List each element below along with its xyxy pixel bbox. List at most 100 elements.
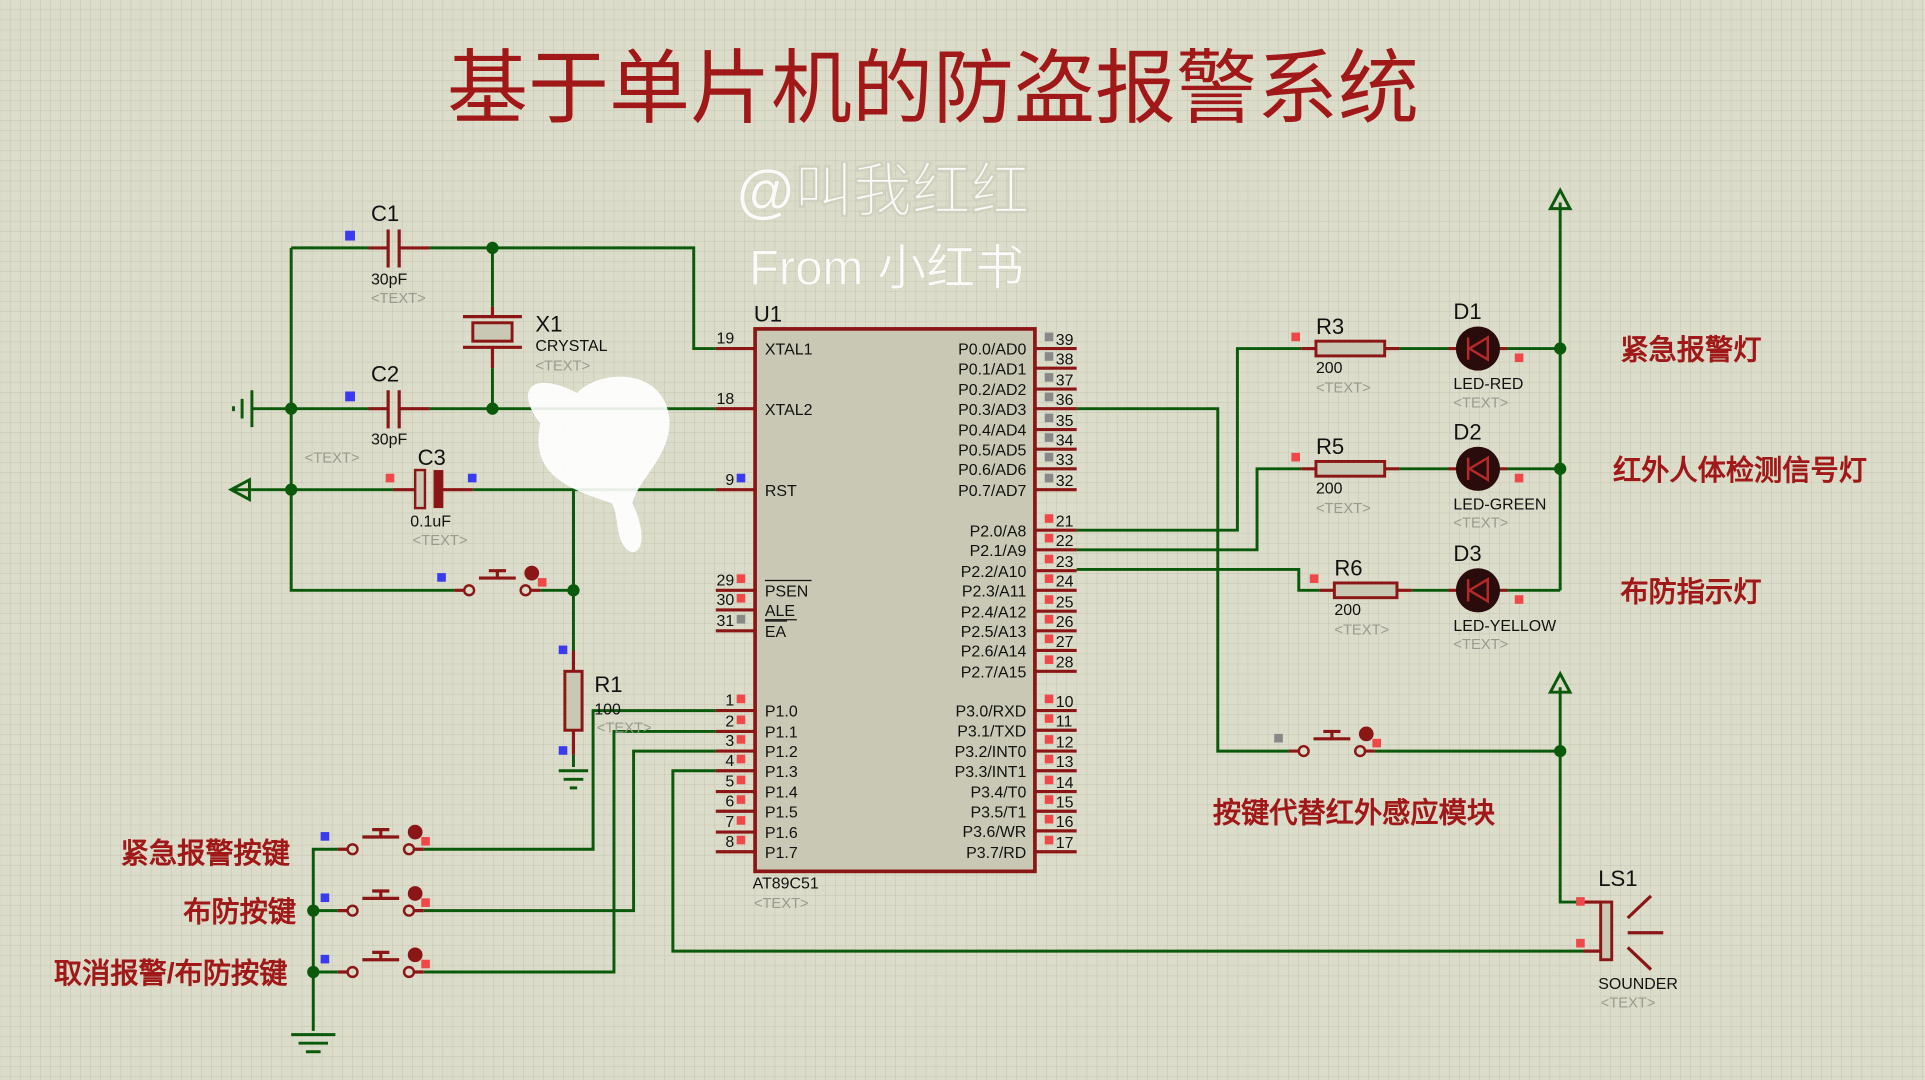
reset-button[interactable]: [437, 565, 547, 597]
pin-state-marker: [1044, 514, 1054, 523]
watermark-heart: [528, 376, 670, 553]
capacitor-c3[interactable]: C3 0.1uF <TEXT>: [385, 445, 477, 549]
pin-number: 3: [725, 733, 734, 750]
value-label: 200: [1316, 480, 1343, 497]
resistor-body: [1332, 581, 1399, 600]
ref-label: D3: [1453, 541, 1481, 566]
pin-number: 6: [725, 793, 734, 810]
text-placeholder: <TEXT>: [1316, 381, 1371, 397]
value-label: CRYSTAL: [535, 338, 607, 355]
pin-p1-5[interactable]: 6P1.5: [715, 793, 798, 821]
value-label: LED-YELLOW: [1453, 618, 1556, 635]
microcontroller-u1[interactable]: U1 AT89C51 <TEXT> 19XTAL118XTAL29RST29PS…: [715, 302, 1077, 913]
pin-state-marker: [1044, 413, 1054, 423]
sounder-ls1[interactable]: LS1 SOUNDER <TEXT>: [1576, 866, 1678, 1012]
ref-label: R3: [1316, 314, 1344, 339]
emergency-alarm-button[interactable]: [320, 824, 430, 856]
pin-label: P3.0/RXD: [955, 704, 1026, 721]
text-placeholder: <TEXT>: [305, 451, 360, 467]
capacitor-c1[interactable]: C1 30pF <TEXT>: [345, 201, 430, 307]
label-emergency-led: 紧急报警灯: [1620, 334, 1761, 366]
value-label: AT89C51: [753, 876, 819, 893]
pin-state-marker: [1044, 433, 1054, 442]
resistor-r1[interactable]: R1 100 <TEXT>: [558, 645, 652, 755]
switch-terminal: [1297, 744, 1310, 758]
arm-button[interactable]: [320, 886, 430, 917]
pin-label: P0.5/AD5: [958, 442, 1026, 459]
pin-p1-1[interactable]: 2P1.1: [715, 714, 798, 742]
pin-state-marker: [1274, 733, 1283, 743]
crystal-x1[interactable]: X1 CRYSTAL <TEXT>: [463, 306, 608, 375]
pin-state-marker: [1044, 614, 1054, 624]
label-ir-led: 红外人体检测信号灯: [1613, 454, 1867, 486]
pin-state-marker: [736, 715, 746, 725]
pin-label: P0.0/AD0: [958, 342, 1026, 359]
pin-state-marker: [1044, 595, 1054, 604]
pin-state-marker: [1044, 814, 1054, 824]
pin-number: 28: [1056, 655, 1074, 672]
ir-substitute-button[interactable]: [1274, 726, 1381, 758]
pin-p1-0[interactable]: 1P1.0: [715, 693, 798, 721]
pin-label: P3.7/RD: [966, 845, 1026, 862]
pin-p1-2[interactable]: 3P1.2: [715, 733, 798, 761]
pin-state-marker: [1044, 754, 1054, 764]
pin-label: EA: [765, 624, 787, 641]
led-body: [1455, 446, 1501, 491]
pin-state-marker: [1044, 835, 1054, 845]
pin-p1-4[interactable]: 5P1.4: [715, 774, 798, 802]
pin-p1-6[interactable]: 7P1.6: [715, 814, 798, 842]
watermark: @叫我红红 From 小红书: [736, 159, 1030, 296]
pin-number: 10: [1056, 694, 1074, 711]
pin-p1-7[interactable]: 8P1.7: [715, 834, 798, 862]
ref-label: C1: [371, 201, 399, 226]
capacitor-c2[interactable]: C2 30pF <TEXT>: [305, 362, 430, 467]
power-arrow-icon: [1547, 670, 1573, 694]
pin-number: 29: [716, 572, 734, 589]
text-placeholder: <TEXT>: [1453, 516, 1508, 532]
pin-state-marker: [1514, 353, 1524, 363]
page-title: 基于单片机的防盗报警系统: [447, 45, 1419, 135]
cancel-alarm-button[interactable]: [320, 947, 430, 979]
pin-label: P2.1/A9: [970, 543, 1027, 560]
pin-p1-3[interactable]: 4P1.3: [715, 753, 798, 781]
pin-number: 30: [716, 592, 734, 609]
pin-label: P1.6: [765, 825, 798, 842]
pin-label: XTAL1: [765, 342, 813, 359]
